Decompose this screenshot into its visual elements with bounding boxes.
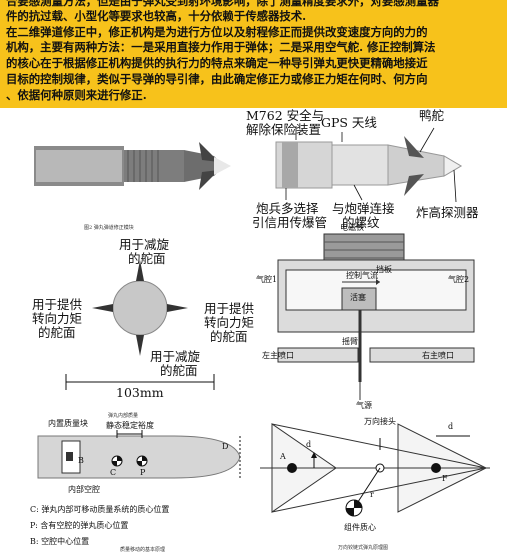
label-booster: 炮兵多选择 (256, 201, 319, 216)
banner-line-5: 的核心在于根据修正机构提供的执行力的特点来确定一种导引弹丸更快更精确地接近 (6, 56, 428, 70)
figure-panel: 图2 弹丸弹道修正模块 M762 安全与 解除保险装置 GPS 天线 鸭舵 炮兵… (24, 108, 490, 553)
fuze-photo (34, 142, 231, 190)
fin-label-left-2: 转向力矩 (32, 311, 83, 326)
airjet-control-flow: 控制气流 (346, 271, 378, 280)
figure-graphics (34, 126, 490, 517)
fin-label-right: 用于提供 (204, 301, 255, 316)
fin-label-top: 用于减旋 (119, 237, 170, 252)
gimbal-joint-label: 万向接头 (364, 417, 396, 426)
mass-caption: 质量移动的基本原理 (120, 547, 166, 553)
fuze-photo-caption: 图2 弹丸弹道修正模块 (84, 225, 134, 231)
fin-diagram (65, 260, 215, 390)
fin-label-bottom: 用于减旋 (150, 349, 201, 364)
fin-dimension: 103mm (116, 385, 164, 400)
mass-legend-p: P: 含有空腔的弹丸质心位置 (30, 521, 129, 530)
fin-label-bottom-2: 的舵面 (160, 363, 198, 378)
mass-label-D: D (222, 442, 229, 451)
airjet-right-nozzle: 右主喷口 (422, 351, 454, 360)
gimbal-label-r: r (370, 490, 374, 499)
mass-legend-c: C: 弹丸内部可移动质量系统的质心位置 (30, 505, 170, 514)
label-safety-device-2: 解除保险装置 (246, 122, 322, 137)
label-height-detector: 炸高探测器 (416, 205, 479, 220)
mass-title: 弹丸内部质量 (108, 413, 139, 419)
gimbal-center-label: 组件质心 (344, 523, 376, 532)
label-canard: 鸭舵 (419, 108, 445, 123)
label-thread: 与炮弹连接 (332, 201, 395, 216)
gimbal-label-dzp: d (448, 422, 454, 431)
airjet-schematic (277, 233, 475, 400)
gimbal-label-dza: d (306, 440, 312, 449)
label-gps-antenna: GPS 天线 (321, 115, 377, 130)
mass-projectile (37, 430, 241, 479)
fin-label-right-2: 转向力矩 (204, 315, 255, 330)
airjet-piston: 活塞 (350, 293, 366, 302)
banner-line-3: 在二维弹道修正中，修正机构是为进行方位以及射程修正而提供改变速度方向的力的 (6, 25, 428, 39)
fin-label-left-3: 的舵面 (38, 325, 76, 340)
mass-label-B: B (78, 456, 84, 465)
fuze-diagram (275, 126, 462, 203)
airjet-swing-tube: 摇臂 (342, 337, 358, 346)
mass-legend-b: B: 空腔中心位置 (30, 537, 90, 546)
label-booster-2: 引信用传爆管 (252, 215, 328, 230)
mass-label-P: P (140, 468, 146, 477)
gimbal-label-A: A (280, 452, 286, 461)
fin-label-right-3: 的舵面 (210, 329, 248, 344)
airjet-baffle: 挡板 (376, 265, 392, 274)
label-safety-device: M762 安全与 (246, 108, 325, 123)
gimbal-diagram (260, 423, 490, 517)
airjet-chamber-2: 气腔2 (448, 275, 470, 284)
airjet-magnet: 电磁铁 (340, 223, 364, 232)
fin-label-top-2: 的舵面 (128, 251, 166, 266)
fin-label-left: 用于提供 (32, 297, 83, 312)
banner-line-7: 、依据何种原则来进行修正. (6, 88, 147, 102)
mass-cavity-label: 内部空腔 (68, 485, 100, 494)
gimbal-label-F: F (442, 474, 448, 483)
banner-line-4: 机构，主要有两种方法：一是采用直接力作用于弹体；二是采用空气舵. 修正控制算法 (6, 40, 436, 54)
airjet-gas-source: 气源 (356, 401, 372, 410)
mass-static-margin: 静态稳定裕度 (106, 421, 154, 430)
airjet-left-nozzle: 左主喷口 (262, 351, 294, 360)
banner-line-1: 合要感测量方法，但是由于弹丸受到射环境影响，除了测量精度要求外，对要感测量器 (6, 0, 439, 8)
mass-block-label: 内置质量块 (48, 419, 88, 428)
mass-label-C: C (110, 468, 117, 477)
airjet-chamber-1: 气腔1 (256, 275, 278, 284)
intro-banner: 合要感测量方法，但是由于弹丸受到射环境影响，除了测量精度要求外，对要感测量器 件… (0, 0, 507, 108)
banner-line-6: 目标的控制规律，类似于导弹的导引律，由此确定修正力或修正力矩在何时、何方向 (6, 72, 428, 86)
banner-line-2: 件的抗过载、小型化等要求也较高，十分依赖于传感器技术. (6, 9, 307, 23)
label-thread-2: 的螺纹 (342, 215, 380, 230)
gimbal-caption: 万向铰链式弹丸原理图 (338, 545, 389, 551)
